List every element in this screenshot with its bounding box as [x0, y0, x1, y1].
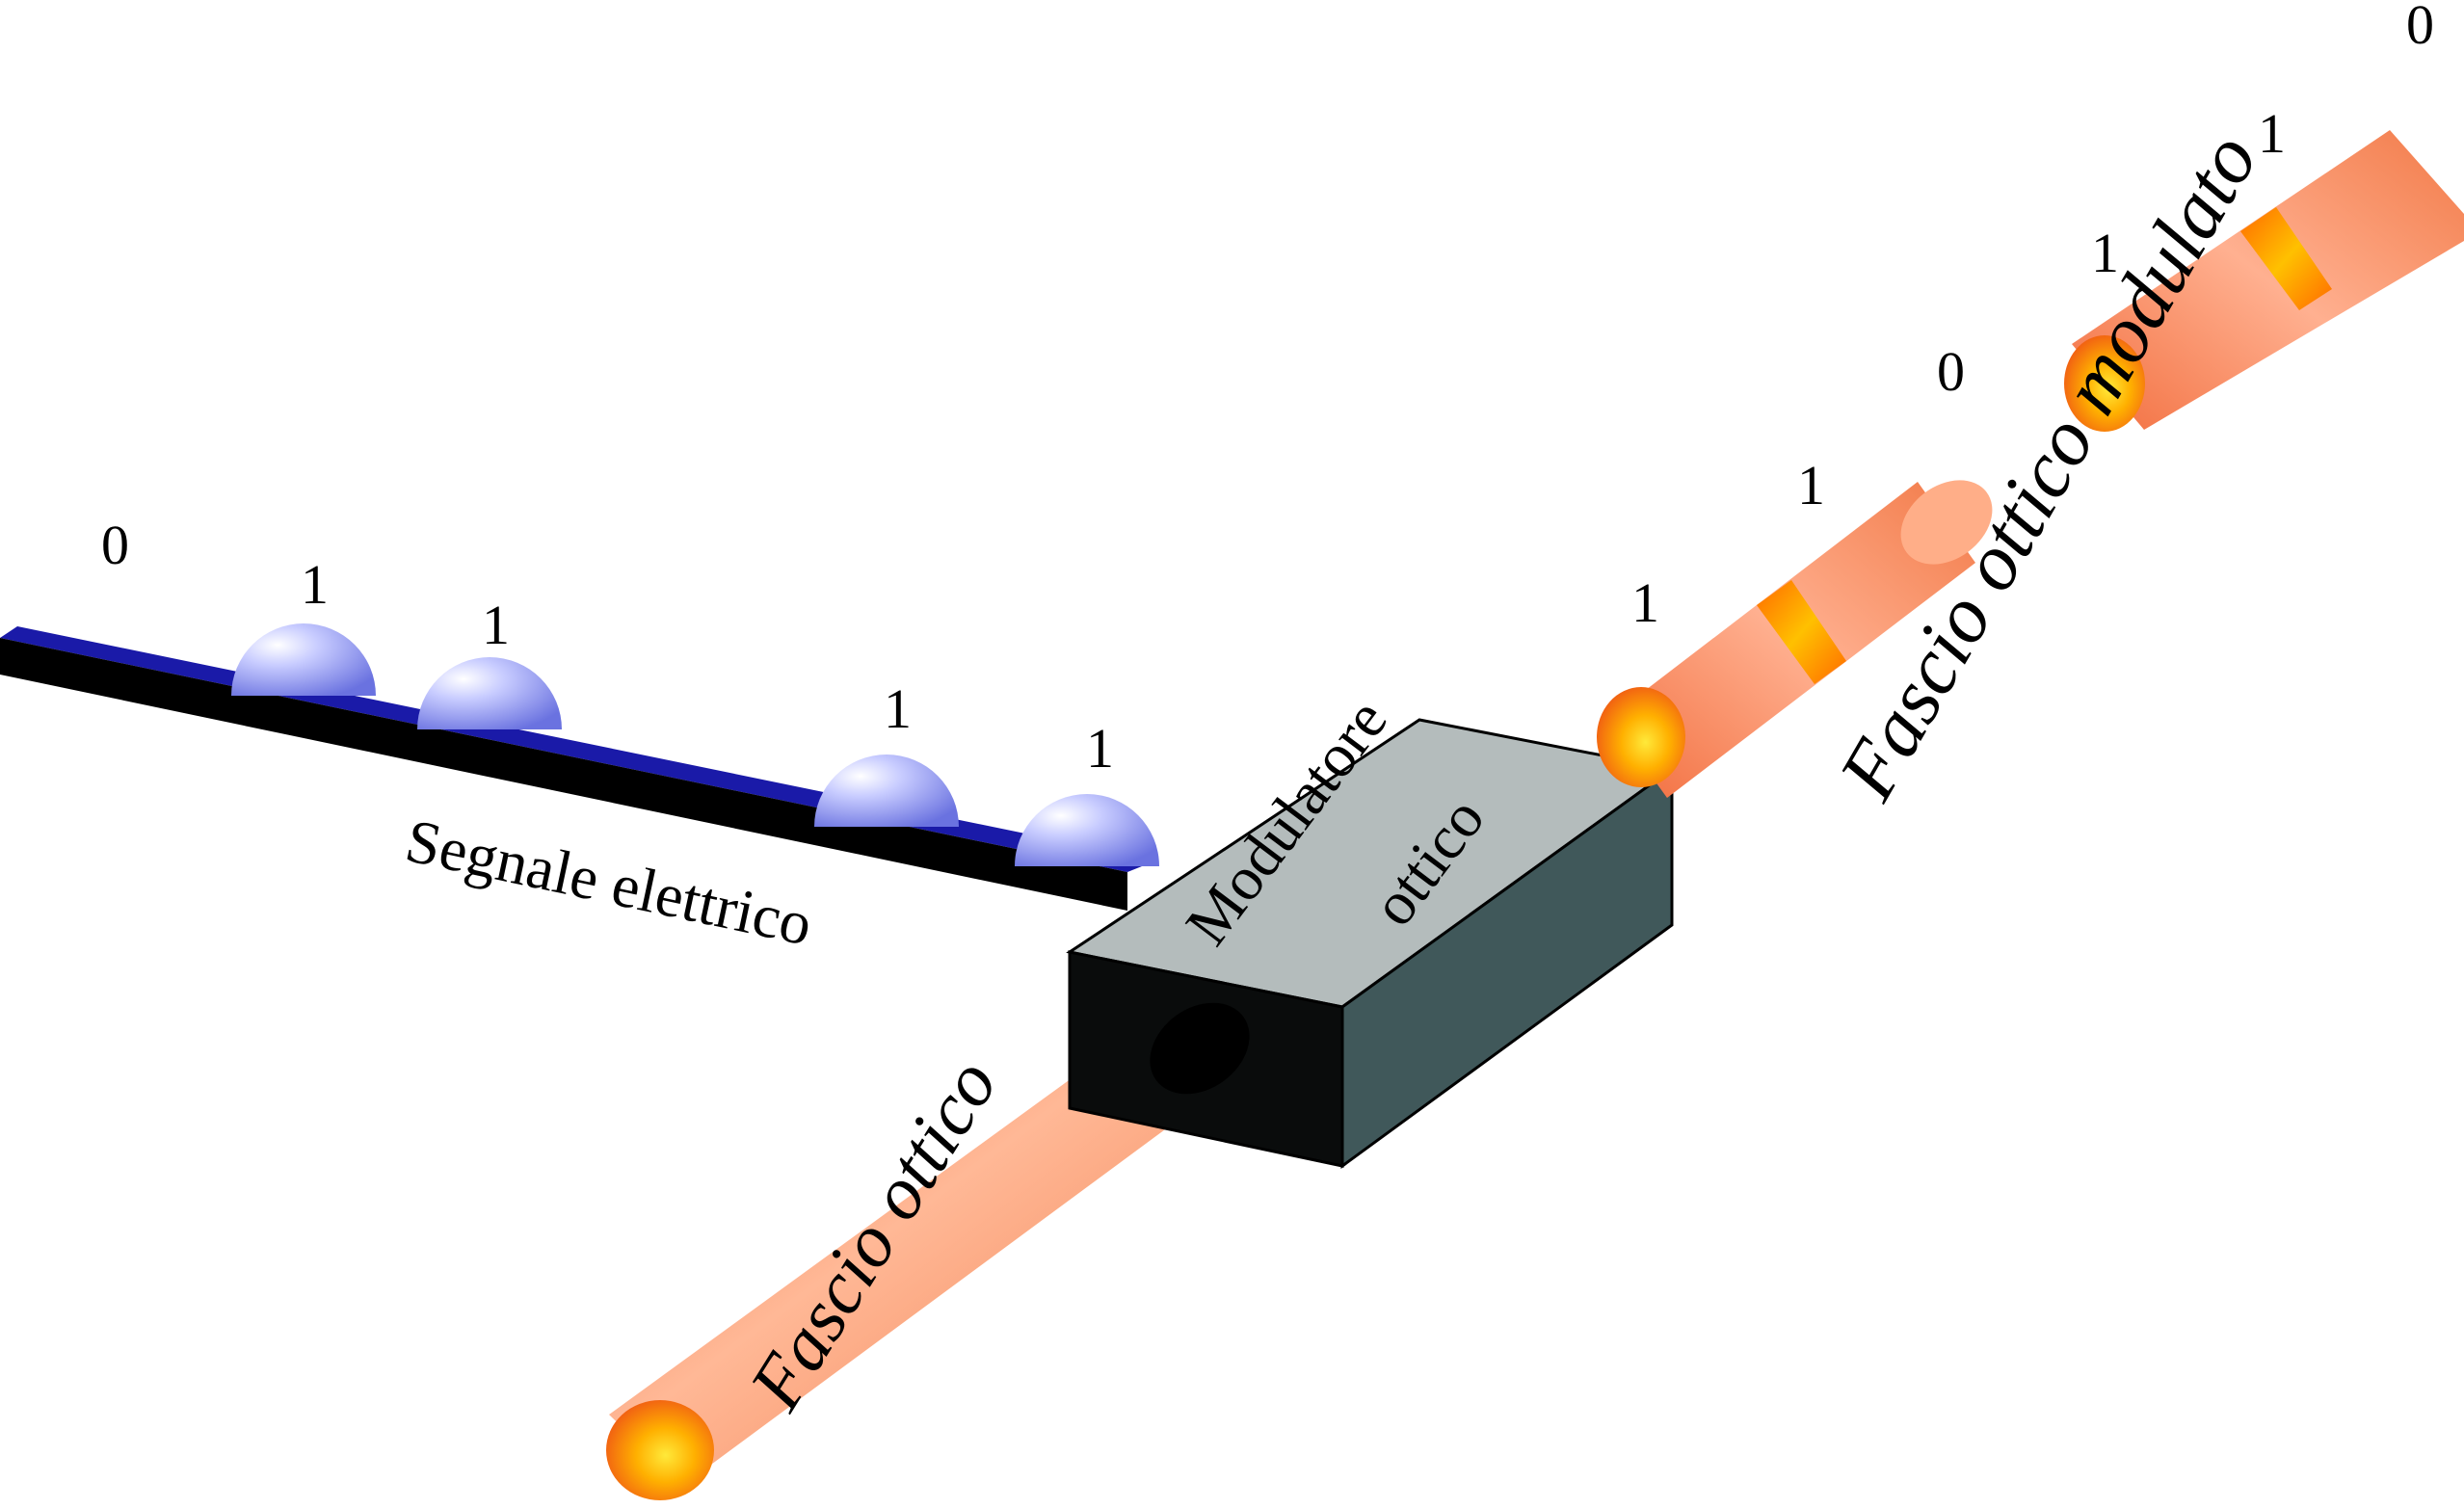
electrical-bit: 1 — [482, 594, 510, 656]
input-beam-core — [606, 1400, 714, 1500]
optical-bit-labels: 1 1 0 1 1 0 — [1631, 0, 2434, 634]
electrical-bit: 1 — [1086, 717, 1114, 780]
output-beam-end — [1900, 480, 1993, 565]
electrical-bit-labels: 0 1 1 1 1 — [101, 514, 1114, 780]
signal-pulse — [1015, 794, 1159, 866]
electrical-bit: 0 — [101, 514, 129, 576]
output-beam-group-1 — [1597, 480, 1993, 798]
optical-bit: 0 — [1937, 340, 1965, 403]
signal-pulse — [417, 657, 562, 729]
signal-pulse — [231, 623, 376, 696]
output-beam-core — [2064, 335, 2145, 432]
signal-pulses — [231, 623, 1159, 866]
optical-bit: 0 — [2406, 0, 2434, 56]
output-beam-group-2 — [2064, 130, 2464, 432]
optical-modulator-box — [1066, 718, 1676, 1169]
output-beam-label: Fascio ottico modulato — [1821, 119, 2275, 814]
modulator-input-port — [1150, 1002, 1250, 1095]
modulator-right-face — [1340, 766, 1674, 1169]
electrical-bit: 1 — [301, 553, 329, 616]
optical-bit: 1 — [1797, 454, 1825, 516]
output-beam-gap — [1757, 580, 1846, 684]
optical-bit: 1 — [2258, 102, 2286, 165]
optical-bit: 1 — [1631, 571, 1659, 634]
signal-pulse — [814, 754, 959, 827]
strip-top-face — [0, 626, 1156, 872]
electrical-bit: 1 — [884, 677, 912, 740]
output-beam-core — [1597, 687, 1685, 787]
output-beam-gap — [2240, 207, 2332, 310]
strip-side-face — [0, 638, 1127, 911]
optical-bit: 1 — [2091, 222, 2119, 284]
output-beam-body — [2072, 130, 2464, 430]
input-beam-body — [609, 1017, 1238, 1486]
